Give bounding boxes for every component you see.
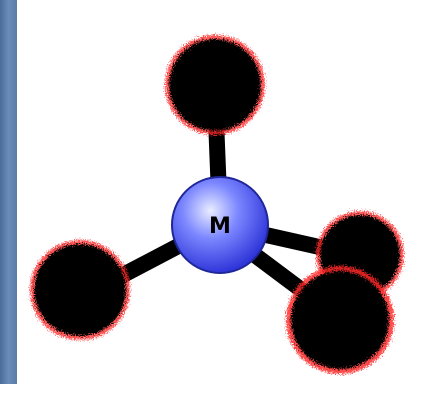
ligand-right-lower (286, 266, 394, 374)
ligand-left (30, 240, 130, 340)
center-atom: M (172, 177, 268, 273)
ligand-top (165, 35, 265, 135)
center-atom-symbol: M (209, 214, 231, 239)
